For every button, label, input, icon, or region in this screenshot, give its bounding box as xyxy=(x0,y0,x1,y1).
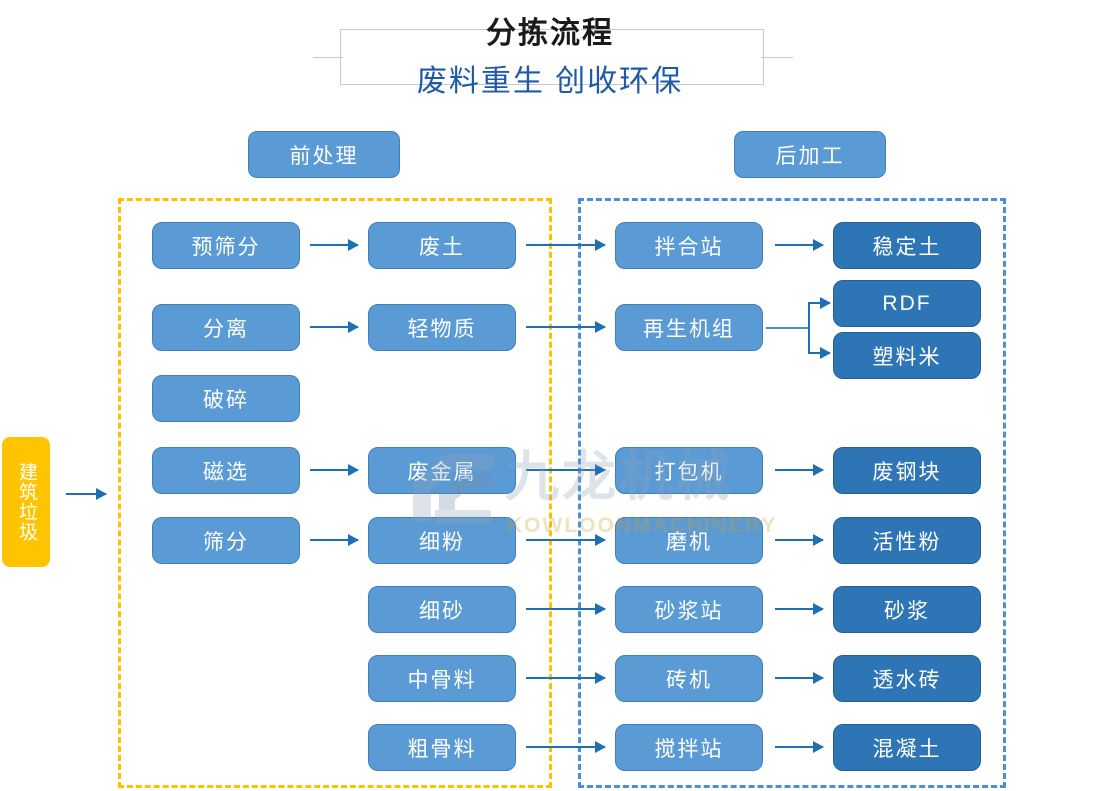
node-product-mortar[interactable]: 砂浆 xyxy=(833,586,981,633)
arrow-medium-agg-to-brick-machine xyxy=(526,672,606,684)
arrow-presieve-to-waste-soil xyxy=(310,239,359,251)
node-pre-presieve[interactable]: 预筛分 xyxy=(152,222,300,269)
branch-stem-recycling-unit xyxy=(766,327,810,329)
node-post-recycling-unit[interactable]: 再生机组 xyxy=(615,304,763,351)
arrow-mixing-to-stabilized-soil xyxy=(775,239,824,251)
node-pre-crushing[interactable]: 破碎 xyxy=(152,375,300,422)
zone-boundary-pre-processing xyxy=(118,198,552,788)
arrow-source-to-pre xyxy=(66,488,107,500)
node-product-concrete[interactable]: 混凝土 xyxy=(833,724,981,771)
node-material-medium-aggregate[interactable]: 中骨料 xyxy=(368,655,516,702)
arrow-scrap-metal-to-baler xyxy=(526,464,606,476)
arrow-batching-to-concrete xyxy=(775,741,824,753)
arrow-light-to-recycling xyxy=(526,321,606,333)
page-title: 分拣流程 xyxy=(486,17,614,50)
zone-header-pre-processing[interactable]: 前处理 xyxy=(248,131,400,178)
arrow-waste-soil-to-mixing xyxy=(526,239,606,251)
node-material-waste-soil[interactable]: 废土 xyxy=(368,222,516,269)
title-tick-left xyxy=(313,57,343,58)
node-material-coarse-aggregate[interactable]: 粗骨料 xyxy=(368,724,516,771)
arrow-screening-to-fine-powder xyxy=(310,534,359,546)
node-material-fine-powder[interactable]: 细粉 xyxy=(368,517,516,564)
node-post-baler[interactable]: 打包机 xyxy=(615,447,763,494)
arrow-baler-to-scrap-steel xyxy=(775,464,824,476)
source-node-construction-waste[interactable]: 建筑垃圾 xyxy=(2,437,50,567)
node-material-fine-sand[interactable]: 细砂 xyxy=(368,586,516,633)
node-post-batching-plant[interactable]: 搅拌站 xyxy=(615,724,763,771)
page-subtitle: 废料重生 创收环保 xyxy=(416,65,684,98)
arrow-fine-sand-to-mortar-station xyxy=(526,603,606,615)
node-material-light-matter[interactable]: 轻物质 xyxy=(368,304,516,351)
node-product-active-powder[interactable]: 活性粉 xyxy=(833,517,981,564)
node-post-mixing-station[interactable]: 拌合站 xyxy=(615,222,763,269)
node-product-plastic-pellet[interactable]: 塑料米 xyxy=(833,332,981,379)
arrow-magnetic-to-scrap-metal xyxy=(310,464,359,476)
zone-header-post-processing[interactable]: 后加工 xyxy=(734,131,886,178)
node-pre-screening[interactable]: 筛分 xyxy=(152,517,300,564)
title-tick-right xyxy=(761,57,793,58)
branch-spine-recycling-unit xyxy=(808,303,810,353)
arrow-mortar-station-to-mortar xyxy=(775,603,824,615)
arrow-recycling-to-plastic xyxy=(808,347,831,359)
arrow-fine-powder-to-mill xyxy=(526,534,606,546)
arrow-coarse-agg-to-batching-plant xyxy=(526,741,606,753)
node-post-grinding-mill[interactable]: 磨机 xyxy=(615,517,763,564)
zone-header-pre-label: 前处理 xyxy=(289,144,359,168)
node-product-scrap-steel[interactable]: 废钢块 xyxy=(833,447,981,494)
node-pre-separation[interactable]: 分离 xyxy=(152,304,300,351)
node-product-permeable-brick[interactable]: 透水砖 xyxy=(833,655,981,702)
node-material-scrap-metal[interactable]: 废金属 xyxy=(368,447,516,494)
arrow-separation-to-light xyxy=(310,321,359,333)
node-product-rdf[interactable]: RDF xyxy=(833,280,981,327)
arrow-recycling-to-rdf xyxy=(808,297,831,309)
node-pre-magnetic[interactable]: 磁选 xyxy=(152,447,300,494)
arrow-brick-machine-to-permeable xyxy=(775,672,824,684)
node-product-stabilized-soil[interactable]: 稳定土 xyxy=(833,222,981,269)
node-post-mortar-station[interactable]: 砂浆站 xyxy=(615,586,763,633)
node-post-brick-machine[interactable]: 砖机 xyxy=(615,655,763,702)
zone-header-post-label: 后加工 xyxy=(775,144,845,168)
arrow-mill-to-active-powder xyxy=(775,534,824,546)
zone-boundary-post-processing xyxy=(578,198,1006,788)
